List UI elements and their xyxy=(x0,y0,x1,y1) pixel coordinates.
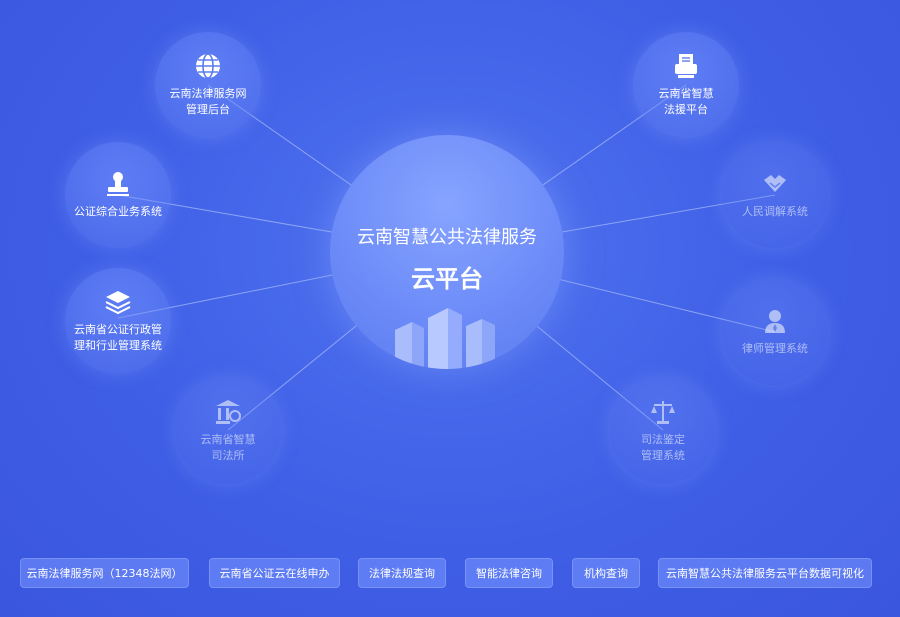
node-legal-aid-platform[interactable]: 云南省智慧 法援平台 xyxy=(633,32,739,138)
node-forensic-system[interactable]: 司法鉴定 管理系统 xyxy=(610,378,716,484)
printer-icon xyxy=(675,54,697,78)
center-subtitle: 云平台 xyxy=(411,265,483,293)
node-label-line1: 云南省智慧 xyxy=(658,87,714,100)
courthouse-icon xyxy=(216,400,241,424)
institution-search-button[interactable]: 机构查询 xyxy=(572,558,640,588)
node-lawyer-system[interactable]: 律师管理系统 xyxy=(722,279,828,385)
node-mediation-system[interactable]: 人民调解系统 xyxy=(722,142,828,248)
node-label-line2: 法援平台 xyxy=(664,103,708,116)
notary-online-button[interactable]: 云南省公证云在线申办 xyxy=(209,558,340,588)
node-label-line1: 云南省公证行政管 xyxy=(74,323,162,336)
law-regulation-search-button[interactable]: 法律法规查询 xyxy=(358,558,446,588)
notary-stamp-icon xyxy=(107,172,129,196)
lawyer-icon xyxy=(765,310,785,333)
node-judicial-office[interactable]: 云南省智慧 司法所 xyxy=(175,378,281,484)
data-visualization-button[interactable]: 云南智慧公共法律服务云平台数据可视化 xyxy=(658,558,872,588)
node-label-line2: 司法所 xyxy=(211,449,245,462)
node-label-line2: 管理后台 xyxy=(186,103,230,116)
globe-icon xyxy=(196,53,220,79)
node-label-line1: 公证综合业务系统 xyxy=(74,205,162,218)
layers-icon xyxy=(105,291,131,315)
scales-icon xyxy=(651,401,675,424)
node-label-line1: 云南法律服务网 xyxy=(169,87,247,100)
center-title: 云南智慧公共法律服务 xyxy=(357,227,537,248)
handshake-icon xyxy=(764,175,786,192)
node-label-line1: 云南省智慧 xyxy=(200,433,256,446)
buildings-illustration xyxy=(395,308,495,369)
node-label-line2: 管理系统 xyxy=(641,449,685,462)
node-label-line1: 司法鉴定 xyxy=(641,433,685,446)
law-service-net-button[interactable]: 云南法律服务网（12348法网） xyxy=(20,558,189,588)
node-label-line2: 理和行业管理系统 xyxy=(74,339,162,352)
node-notary-system[interactable]: 公证综合业务系统 xyxy=(65,142,171,248)
node-label-line1: 律师管理系统 xyxy=(742,342,808,355)
node-law-service-net[interactable]: 云南法律服务网 管理后台 xyxy=(155,32,261,138)
smart-legal-consult-button[interactable]: 智能法律咨询 xyxy=(465,558,553,588)
center-platform[interactable]: 云南智慧公共法律服务 云平台 xyxy=(330,135,564,369)
node-label-line1: 人民调解系统 xyxy=(742,205,808,218)
node-notary-admin-system[interactable]: 云南省公证行政管 理和行业管理系统 xyxy=(65,268,171,374)
